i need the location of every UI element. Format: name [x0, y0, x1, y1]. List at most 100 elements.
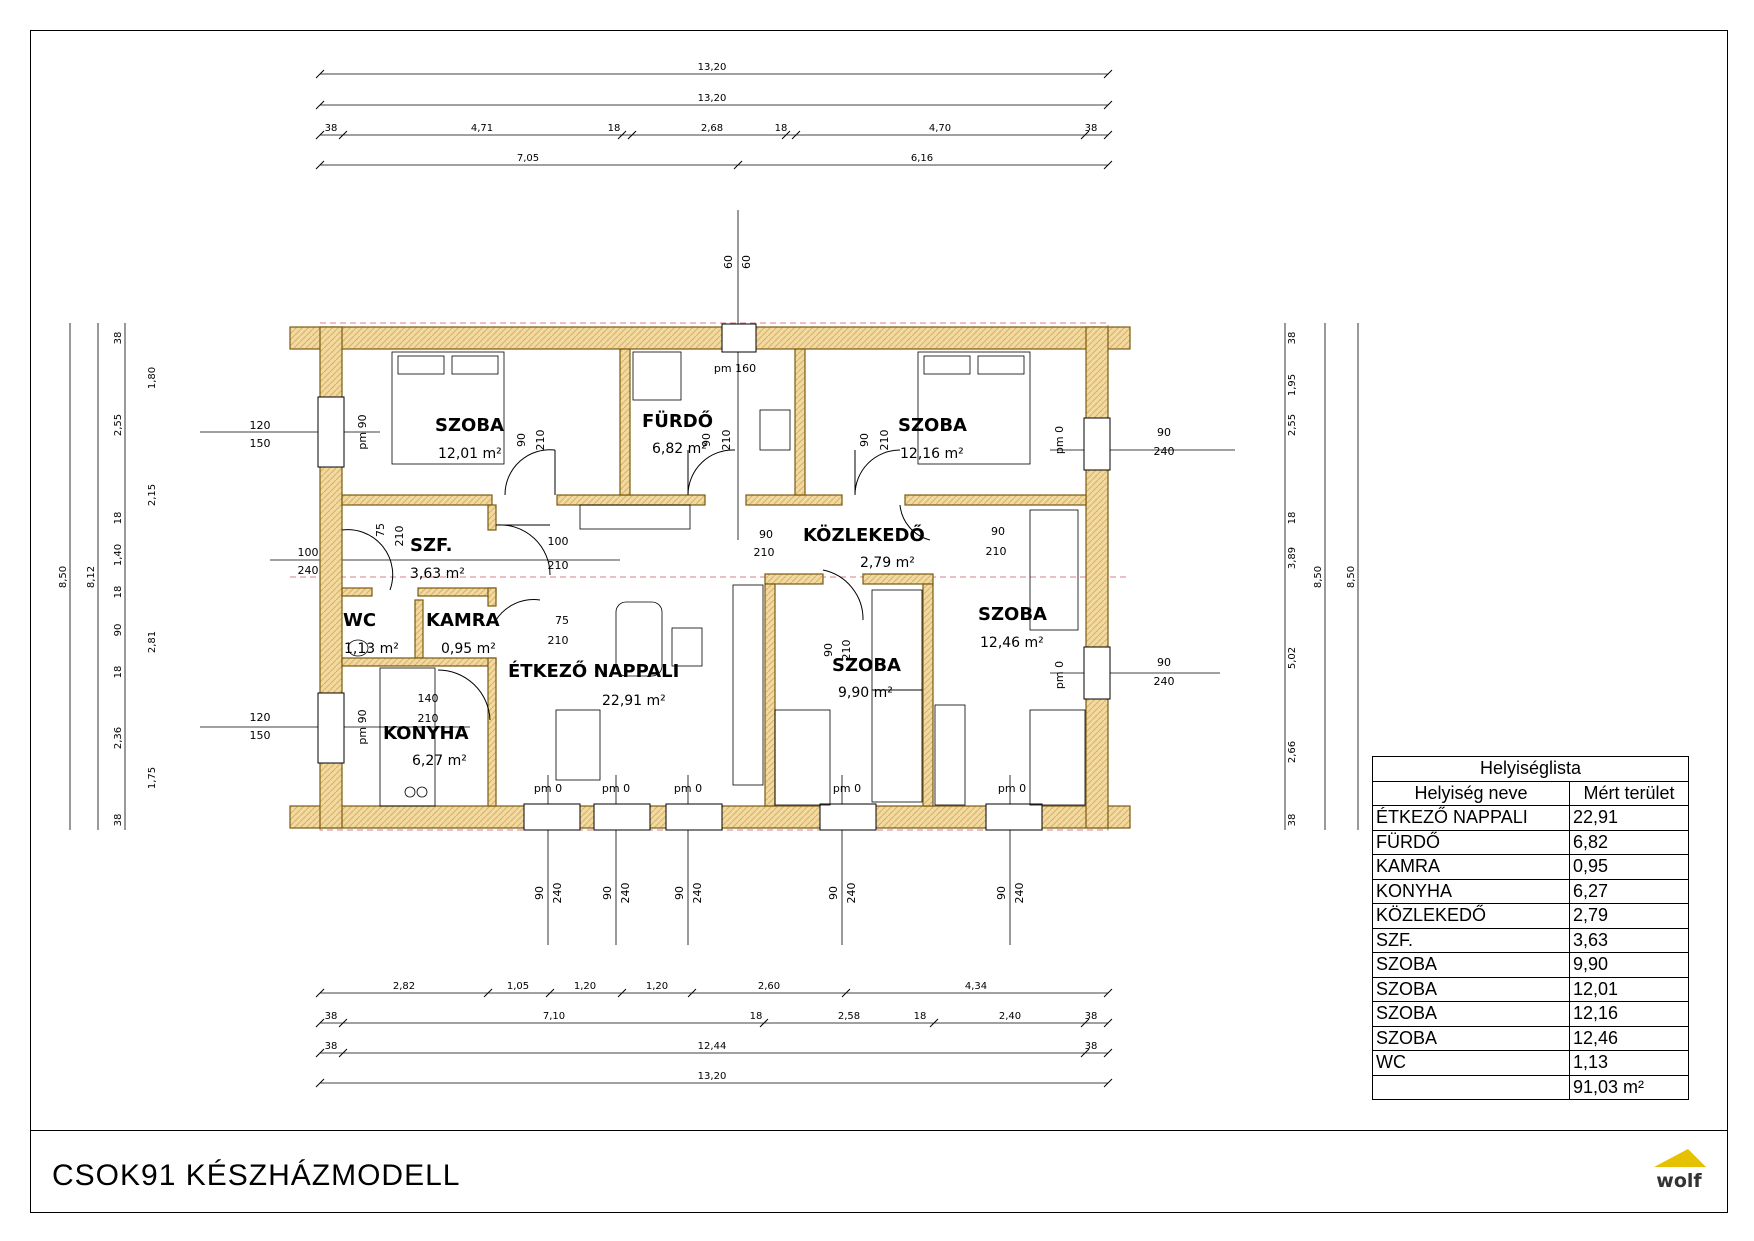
table-row: SZF.3,63	[1372, 927, 1689, 953]
svg-text:240: 240	[1154, 445, 1175, 458]
wolf-logo-icon: wolf	[1654, 1149, 1706, 1192]
svg-text:210: 210	[986, 545, 1007, 558]
svg-text:2,55: 2,55	[1287, 414, 1298, 436]
svg-text:38: 38	[1085, 1041, 1098, 1052]
room-name: SZF.	[410, 535, 453, 556]
room-area: 0,95 m²	[441, 641, 496, 657]
svg-text:90: 90	[858, 433, 871, 447]
svg-text:90: 90	[1157, 656, 1171, 669]
toilet-icon	[347, 639, 369, 657]
svg-text:1,80: 1,80	[147, 367, 158, 389]
svg-text:1,20: 1,20	[646, 981, 668, 992]
svg-text:210: 210	[548, 634, 569, 647]
dimension-text: 13,20 13,20 38 4,71 18 2,68 18 4,70 38 7…	[58, 62, 1357, 1082]
svg-text:12,44: 12,44	[698, 1041, 727, 1052]
svg-text:240: 240	[551, 883, 564, 904]
svg-text:pm 0: pm 0	[1053, 661, 1066, 689]
svg-text:1,05: 1,05	[507, 981, 529, 992]
room-name: SZOBA	[832, 655, 901, 676]
svg-text:4,70: 4,70	[929, 123, 951, 134]
title-block: CSOK91 KÉSZHÁZMODELL	[30, 1130, 1728, 1214]
room-area: 12,01 m²	[438, 446, 502, 462]
bed-icon	[917, 351, 1031, 465]
walls	[289, 326, 1131, 829]
svg-text:18: 18	[1287, 512, 1298, 525]
svg-text:7,05: 7,05	[517, 153, 539, 164]
svg-text:120: 120	[250, 419, 271, 432]
svg-text:4,34: 4,34	[965, 981, 987, 992]
svg-text:210: 210	[720, 430, 733, 451]
dimension-lines	[69, 73, 1359, 1084]
room-name: SZOBA	[435, 415, 504, 436]
bed-icon	[391, 351, 505, 465]
svg-text:8,12: 8,12	[86, 566, 97, 588]
svg-text:pm 0: pm 0	[602, 782, 630, 795]
svg-text:2,66: 2,66	[1287, 741, 1298, 763]
svg-text:240: 240	[619, 883, 632, 904]
room-name: FÜRDŐ	[642, 410, 713, 432]
room-area: 6,27 m²	[412, 753, 467, 769]
svg-text:13,20: 13,20	[698, 62, 727, 73]
svg-text:5,02: 5,02	[1287, 647, 1298, 669]
room-name: ÉTKEZŐ NAPPALI	[508, 660, 679, 682]
svg-text:210: 210	[840, 640, 853, 661]
svg-text:8,50: 8,50	[58, 566, 69, 588]
room-area: 12,46 m²	[980, 635, 1044, 651]
opening-labels: 60 60 pm 160 120 150 pm 90 100 240 120 1…	[250, 255, 1175, 904]
svg-text:18: 18	[775, 123, 788, 134]
svg-text:wolf: wolf	[1656, 1170, 1702, 1192]
svg-text:3,89: 3,89	[1287, 547, 1298, 569]
svg-text:18: 18	[113, 586, 124, 599]
svg-text:2,15: 2,15	[147, 484, 158, 506]
svg-text:140: 140	[418, 692, 439, 705]
room-list-table: Helyiséglista Helyiség neve Mért terület…	[1372, 756, 1689, 1100]
svg-text:18: 18	[113, 512, 124, 525]
kitchen-counter	[379, 667, 436, 807]
svg-text:2,40: 2,40	[999, 1011, 1021, 1022]
table-icon	[555, 709, 601, 781]
svg-text:210: 210	[548, 559, 569, 572]
svg-text:2,58: 2,58	[838, 1011, 860, 1022]
svg-text:240: 240	[1013, 883, 1026, 904]
svg-text:38: 38	[1085, 1011, 1098, 1022]
room-area: 9,90 m²	[838, 685, 893, 701]
svg-text:210: 210	[534, 430, 547, 451]
svg-text:210: 210	[878, 430, 891, 451]
svg-text:240: 240	[298, 564, 319, 577]
room-name: KÖZLEKEDŐ	[803, 524, 925, 546]
room-name: WC	[343, 610, 376, 631]
svg-text:18: 18	[608, 123, 621, 134]
svg-text:4,71: 4,71	[471, 123, 493, 134]
svg-text:1,20: 1,20	[574, 981, 596, 992]
room-area: 22,91 m²	[602, 693, 666, 709]
svg-text:2,36: 2,36	[113, 727, 124, 749]
legend-col-name: Helyiség neve	[1372, 780, 1570, 806]
svg-text:2,60: 2,60	[758, 981, 780, 992]
svg-text:60: 60	[722, 255, 735, 269]
svg-text:90: 90	[822, 643, 835, 657]
svg-text:38: 38	[1287, 814, 1298, 827]
drawing-frame	[30, 30, 1728, 1213]
room-name: KONYHA	[383, 723, 469, 744]
svg-text:210: 210	[418, 712, 439, 725]
svg-text:210: 210	[754, 546, 775, 559]
svg-text:240: 240	[691, 883, 704, 904]
svg-text:60: 60	[740, 255, 753, 269]
svg-text:38: 38	[325, 123, 338, 134]
room-area: 12,16 m²	[900, 446, 964, 462]
svg-text:18: 18	[750, 1011, 763, 1022]
svg-text:150: 150	[250, 437, 271, 450]
svg-text:100: 100	[548, 535, 569, 548]
svg-text:100: 100	[298, 546, 319, 559]
svg-text:pm 90: pm 90	[356, 709, 369, 744]
svg-text:240: 240	[845, 883, 858, 904]
legend-caption: Helyiséglista	[1372, 756, 1689, 782]
svg-text:90: 90	[827, 886, 840, 900]
svg-text:90: 90	[515, 433, 528, 447]
